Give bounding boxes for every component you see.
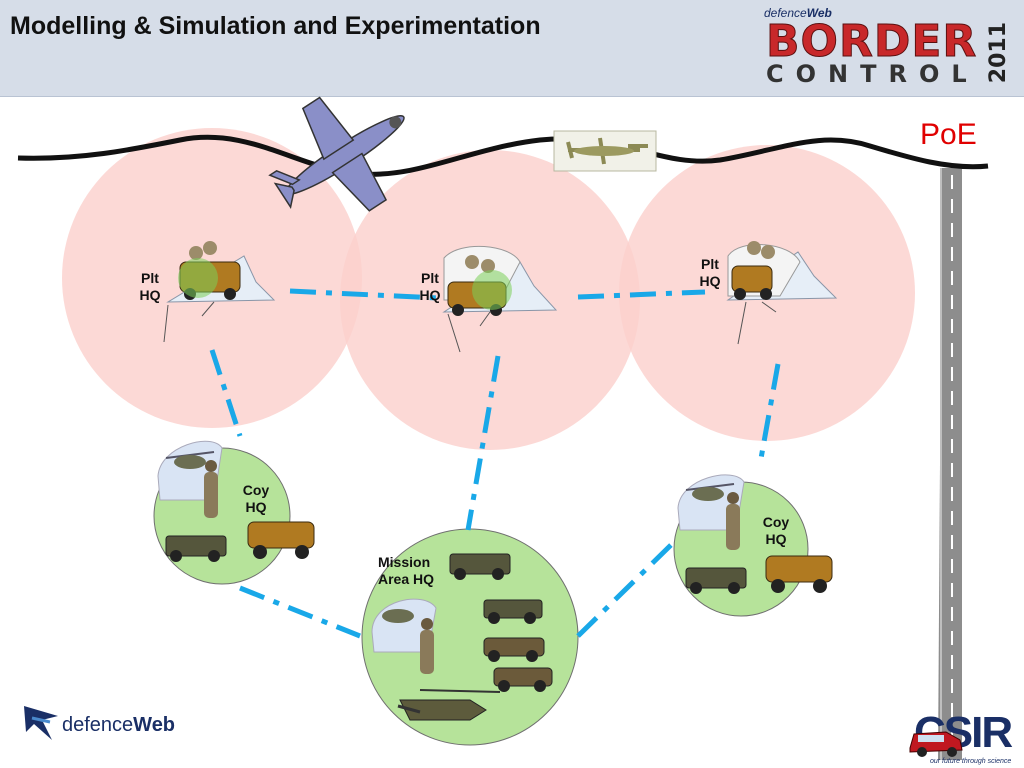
slide-header: Modelling & Simulation and Experimentati… (0, 0, 1024, 97)
mission-hq-label: Mission Area HQ (378, 554, 435, 587)
slide-title: Modelling & Simulation and Experimentati… (10, 12, 541, 40)
csir-tagline: our future through science (930, 758, 1012, 765)
link-plt2-mission (465, 355, 501, 531)
coy-hq-1-assets-icon (157, 440, 315, 562)
link-coy1-mission (239, 585, 361, 639)
surveillance-aircraft-icon (268, 96, 405, 212)
link-plt1-plt2 (289, 288, 439, 301)
plt-hq-icon-1 (163, 241, 276, 343)
defenceweb-footer-text: defenceWeb (62, 714, 176, 736)
plt-hq-icon-2 (442, 245, 558, 353)
border-control-logo: defenceWeb BORDER CONTROL 2011 (740, 4, 1020, 92)
plt-hq-icon-3 (726, 241, 838, 345)
plt-hq-label-1: Plt HQ (139, 270, 161, 303)
plt-hq-label-2: Plt HQ (419, 270, 441, 303)
link-plt3-coy2 (757, 363, 781, 465)
link-plt1-coy1 (209, 349, 243, 437)
defenceweb-swoosh-icon (24, 706, 58, 740)
bc-logo-brand: defenceWeb (764, 6, 832, 20)
csir-logo: CSIR our future through science (904, 708, 1014, 766)
red-suv-icon (909, 731, 963, 757)
coy-hq-2-assets-icon (677, 474, 833, 594)
coy-hq-label-2: Coy HQ (762, 514, 790, 547)
bc-logo-border-word: BORDER (765, 16, 978, 67)
mission-hq-assets-icon (371, 553, 553, 721)
link-mission-coy2 (576, 542, 674, 638)
bc-logo-control-word: CONTROL (766, 60, 979, 88)
plt-hq-label-3: Plt HQ (699, 256, 721, 289)
link-plt2-plt3 (577, 289, 706, 300)
defenceweb-footer-logo: defenceWeb (22, 700, 182, 750)
poe-label: PoE (920, 118, 977, 151)
border-line (17, 134, 989, 177)
road-surface (938, 168, 962, 760)
coy-hq-label-1: Coy HQ (242, 482, 270, 515)
uav-image-icon (553, 130, 657, 172)
road (938, 168, 962, 760)
link-lines (209, 288, 781, 639)
